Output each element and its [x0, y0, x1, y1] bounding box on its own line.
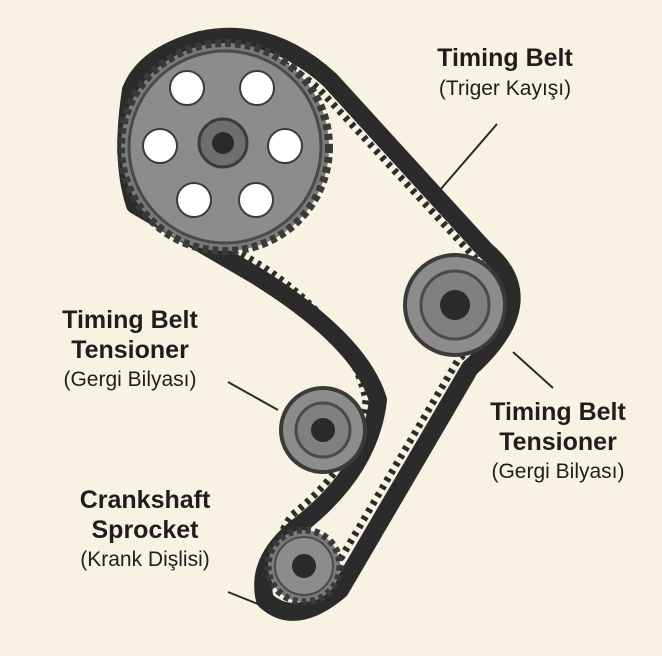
label-timing-belt-subtitle: (Triger Kayışı): [438, 76, 572, 100]
tensioner-right-hub: [440, 290, 470, 320]
label-tensioner-left-subtitle: (Gergi Bilyası): [63, 368, 197, 391]
label-crankshaft: Crankshaft Sprocket (Krank Dişlisi): [50, 486, 240, 573]
leader-tensioner-right: [512, 351, 554, 389]
camshaft-gear-hole: [142, 128, 178, 164]
label-tensioner-left-line2: Tensioner: [71, 335, 189, 364]
crankshaft-sprocket: [264, 526, 344, 606]
label-tensioner-right-line1: Timing Belt: [490, 398, 626, 426]
camshaft-gear: [117, 39, 333, 255]
camshaft-gear-hole: [176, 182, 212, 218]
belt-outer: [117, 27, 521, 621]
crankshaft-sprocket-hub: [292, 554, 316, 578]
camshaft-gear-center: [212, 132, 234, 154]
label-timing-belt: Timing Belt (Triger Kayışı): [400, 44, 610, 101]
label-tensioner-right-subtitle: (Gergi Bilyası): [491, 460, 625, 483]
leader-crankshaft: [227, 591, 269, 609]
label-tensioner-right-line2: Tensioner: [499, 427, 617, 456]
label-tensioner-right: Timing Belt Tensioner (Gergi Bilyası): [458, 398, 658, 485]
tensioner-right-pulley: [403, 253, 507, 357]
tensioner-left-pulley: [279, 386, 367, 474]
camshaft-gear-hole: [267, 128, 303, 164]
label-crankshaft-line2: Sprocket: [91, 515, 199, 544]
camshaft-gear-hole: [238, 182, 274, 218]
camshaft-gear-hole: [169, 70, 205, 106]
label-crankshaft-line1: Crankshaft: [79, 486, 211, 514]
label-timing-belt-title: Timing Belt: [437, 44, 573, 72]
camshaft-gear-hole: [239, 70, 275, 106]
label-tensioner-left: Timing Belt Tensioner (Gergi Bilyası): [30, 306, 230, 393]
tensioner-left-hub: [311, 418, 335, 442]
leader-tensioner-left: [227, 381, 279, 411]
label-tensioner-left-line1: Timing Belt: [62, 306, 198, 334]
leader-timing-belt: [439, 123, 498, 191]
label-crankshaft-subtitle: (Krank Dişlisi): [80, 548, 210, 571]
